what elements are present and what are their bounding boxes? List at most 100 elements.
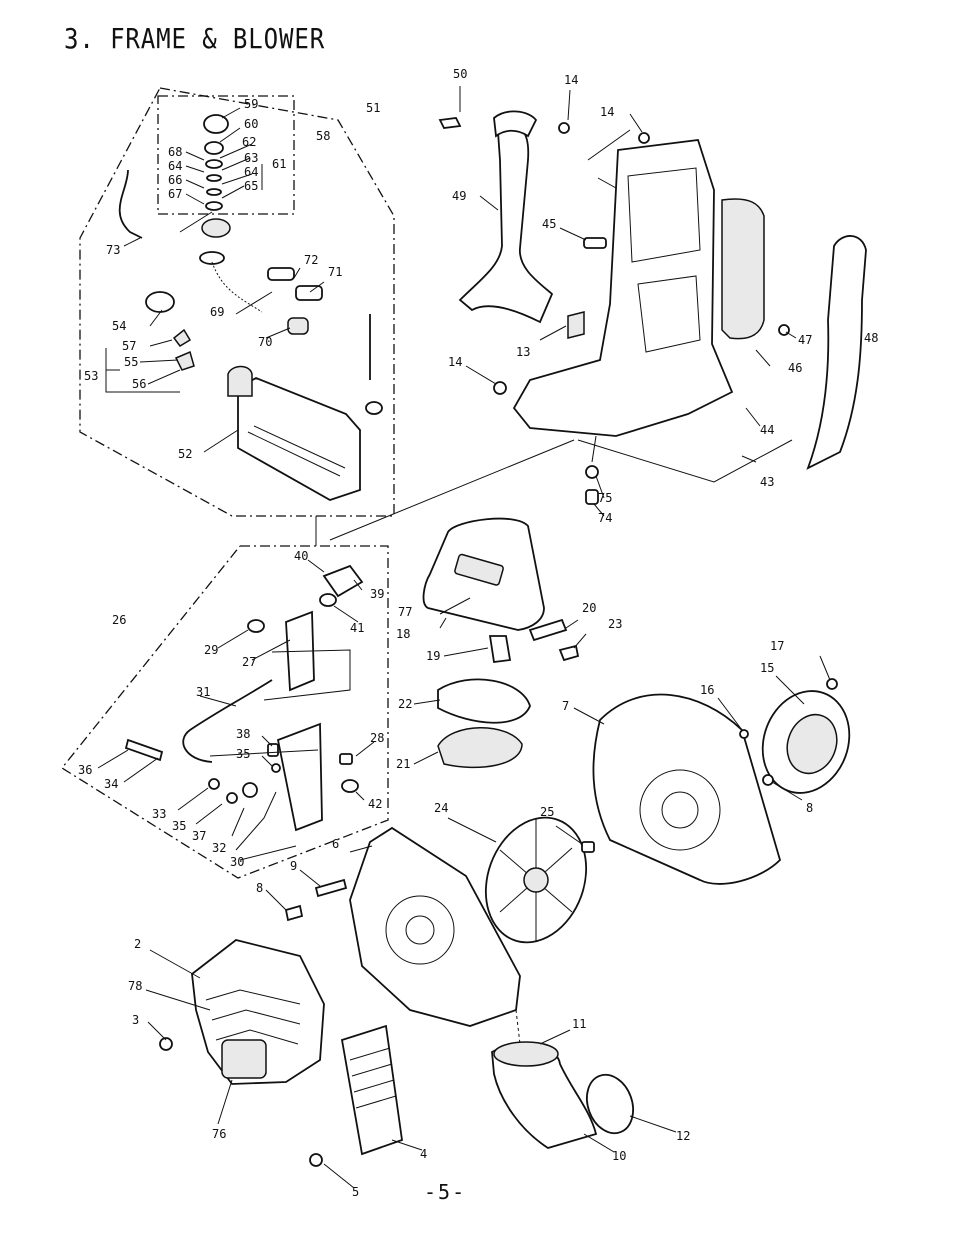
- callout-55: 55: [124, 355, 138, 369]
- callout-76: 76: [212, 1127, 226, 1141]
- nut-part-3: [493, 381, 507, 395]
- frame-bracket-43: [577, 439, 793, 483]
- recoil-starter-part: [221, 1039, 267, 1079]
- engine-leaders: [145, 949, 677, 1189]
- cap-body-part: [201, 218, 231, 238]
- page-number: -5-: [424, 1180, 467, 1204]
- callout-42: 42: [368, 797, 382, 811]
- screw-part-5: [826, 678, 838, 690]
- right-shoulder-strap-part: [806, 235, 867, 470]
- callout-58: 58: [316, 129, 330, 143]
- callout-8-a: 8: [806, 801, 813, 815]
- cap-gasket-part: [205, 159, 223, 169]
- callout-43: 43: [760, 475, 774, 489]
- callout-74: 74: [598, 511, 612, 525]
- strap-bolt-part: [438, 117, 462, 129]
- nozzle-part: [488, 635, 512, 664]
- callout-22: 22: [398, 697, 412, 711]
- callout-64-a: 64: [168, 159, 182, 173]
- callout-59: 59: [244, 97, 258, 111]
- cap-washer-part: [204, 141, 224, 155]
- callout-5: 5: [352, 1185, 359, 1199]
- volute-center-inner: [405, 915, 435, 945]
- nut-part-5: [226, 792, 238, 804]
- screw-part-4: [558, 644, 580, 662]
- callout-6: 6: [332, 837, 339, 851]
- blower-group: [284, 678, 851, 1027]
- volute-case-part: [349, 826, 521, 1027]
- callout-53: 53: [84, 369, 98, 383]
- callout-14-b: 14: [600, 105, 614, 119]
- callout-23: 23: [608, 617, 622, 631]
- callout-35-a: 35: [236, 747, 250, 761]
- callout-25: 25: [540, 805, 554, 819]
- grommet-part: [199, 251, 225, 265]
- air-cleaner-group: [422, 517, 580, 769]
- volute-center: [385, 895, 455, 965]
- link-plate-part: [314, 878, 348, 898]
- callout-57: 57: [122, 339, 136, 353]
- back-frame-part: [512, 139, 734, 437]
- callout-50: 50: [453, 67, 467, 81]
- callout-51: 51: [366, 101, 380, 115]
- callout-27: 27: [242, 655, 256, 669]
- callout-28: 28: [370, 731, 384, 745]
- frame-group: [438, 110, 867, 505]
- screw-part-2: [267, 743, 279, 757]
- callout-34: 34: [104, 777, 118, 791]
- collar-part: [242, 782, 258, 798]
- fuel-line-part: [211, 261, 263, 313]
- filter-element-part: [287, 317, 309, 335]
- callout-20: 20: [582, 601, 596, 615]
- muffler-cover-part: [340, 1024, 403, 1156]
- throttle-bracket-part: [276, 722, 323, 832]
- callout-46: 46: [788, 361, 802, 375]
- fuel-tank-ribs: [247, 425, 346, 477]
- primer-part: [267, 267, 295, 281]
- air-filter-element-part: [437, 727, 523, 769]
- throttle-group: [61, 545, 389, 879]
- callout-68: 68: [168, 145, 182, 159]
- back-pad-part: [721, 198, 765, 340]
- nut-part-2: [638, 132, 650, 144]
- callout-38: 38: [236, 727, 250, 741]
- callout-73: 73: [106, 243, 120, 257]
- callout-63: 63: [244, 151, 258, 165]
- adjuster-part: [124, 738, 164, 762]
- grommet-part-2: [341, 779, 359, 793]
- callout-26: 26: [112, 613, 126, 627]
- callout-4: 4: [420, 1147, 427, 1161]
- page-title: 3. FRAME & BLOWER: [64, 22, 326, 55]
- callout-8-b: 8: [256, 881, 263, 895]
- callout-77: 77: [398, 605, 412, 619]
- throttle-group-outline: [61, 545, 389, 879]
- callout-71: 71: [328, 265, 342, 279]
- cap-ring-part-2: [206, 188, 222, 196]
- callout-61: 61: [272, 157, 286, 171]
- filter-plate-part: [437, 678, 531, 724]
- callout-44: 44: [760, 423, 774, 437]
- callout-24: 24: [434, 801, 448, 815]
- frame-leaders: [459, 86, 797, 517]
- callout-65: 65: [244, 179, 258, 193]
- tube-grommet-part: [365, 401, 383, 415]
- fuel-tank-group-outline: [79, 87, 395, 517]
- fuel-tank-neck: [227, 365, 253, 397]
- callout-14-a: 14: [564, 73, 578, 87]
- callout-10: 10: [612, 1149, 626, 1163]
- collar-part-2: [739, 729, 749, 739]
- callout-7: 7: [562, 699, 569, 713]
- callout-3: 3: [132, 1013, 139, 1027]
- callout-48: 48: [864, 331, 878, 345]
- callout-78: 78: [128, 979, 142, 993]
- fan-case-hub: [639, 769, 721, 851]
- bracket-part: [528, 618, 568, 642]
- callout-30: 30: [230, 855, 244, 869]
- callout-56: 56: [132, 377, 146, 391]
- fan-hub: [523, 867, 549, 893]
- callout-70: 70: [258, 335, 272, 349]
- fuel-tank-part: [237, 377, 361, 501]
- filter-part: [174, 350, 195, 371]
